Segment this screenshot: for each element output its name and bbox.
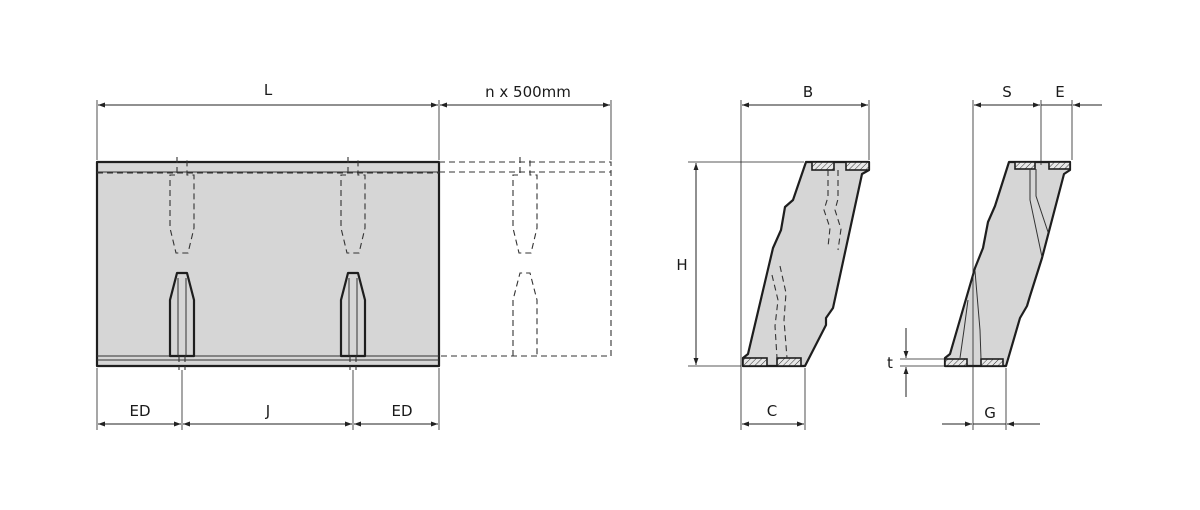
side-1-hidden-slot-top (823, 170, 842, 251)
extension-ghost (439, 157, 612, 357)
label-t: t (887, 354, 893, 372)
side-1-top-flange-1 (811, 161, 835, 171)
side-view-2: S E t G (887, 83, 1102, 430)
label-C: C (767, 402, 777, 420)
side-1-top-flange-2 (845, 161, 870, 171)
side-1-body (741, 160, 871, 368)
side-1-bottom-flange-2 (776, 357, 802, 367)
side-2-bottom-flange-1 (944, 358, 968, 367)
side-1-hidden-slot-bottom (771, 265, 788, 359)
hidden-slot-top-1 (169, 157, 195, 254)
label-H: H (676, 256, 687, 274)
front-view (95, 157, 441, 370)
slot-bottom-1 (168, 271, 196, 358)
label-L: L (264, 81, 273, 99)
label-E: E (1055, 83, 1064, 101)
label-ED-left: ED (129, 402, 150, 420)
label-B: B (803, 83, 813, 101)
slot-bottom-2 (339, 271, 367, 358)
side-1-bottom-flange-1 (742, 357, 768, 367)
label-S: S (1002, 83, 1012, 101)
side-2-top-flange-2 (1048, 161, 1071, 170)
ghost-slot-bottom (512, 272, 538, 356)
side-2-body (943, 160, 1072, 368)
ghost-outline (439, 161, 612, 357)
hidden-slot-top-2 (340, 157, 366, 254)
ghost-slot-top (512, 157, 538, 254)
label-J: J (265, 402, 270, 420)
front-body (95, 160, 441, 368)
label-G: G (984, 404, 996, 422)
label-n500: n x 500mm (485, 83, 571, 101)
front-dimensions: L n x 500mm ED J ED (96, 81, 612, 430)
side-2-web-bottom (959, 270, 982, 360)
side-2-web-top (1029, 169, 1049, 258)
side-2-top-flange-1 (1014, 161, 1036, 170)
side-view-1: B H C (676, 83, 871, 430)
side-2-bottom-flange-2 (980, 358, 1004, 367)
label-ED-right: ED (391, 402, 412, 420)
